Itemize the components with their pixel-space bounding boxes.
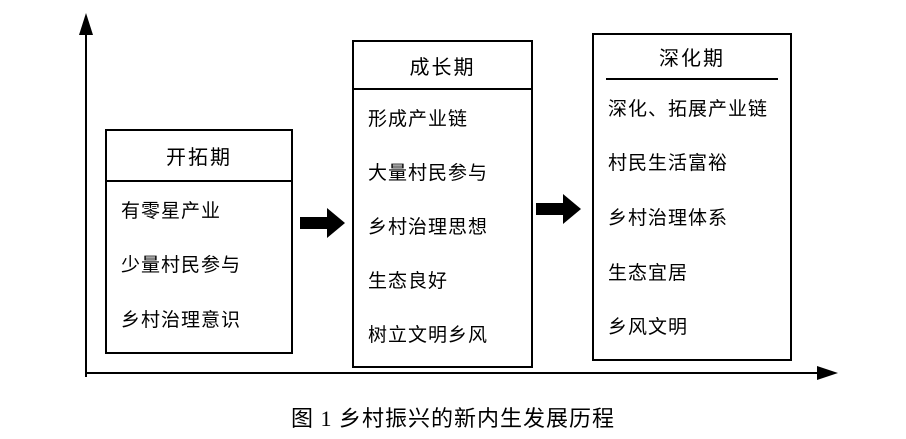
stage-item: 深化、拓展产业链 (608, 98, 769, 120)
stage-transition-arrow-2-icon (536, 194, 581, 224)
stage-item: 大量村民参与 (368, 162, 489, 184)
stage-item: 乡村治理思想 (368, 216, 489, 238)
stage-title-divider (107, 180, 291, 182)
stage-box-growth-period: 成长期 形成产业链 大量村民参与 乡村治理思想 生态良好 树立文明乡风 (352, 40, 533, 368)
stage-title: 开拓期 (166, 147, 232, 169)
y-axis-arrowhead-icon (79, 13, 93, 35)
stage-item: 生态宜居 (608, 262, 689, 284)
stage-item-list: 深化、拓展产业链 村民生活富裕 乡村治理体系 生态宜居 乡风文明 (594, 80, 790, 359)
stage-title-divider (605, 78, 779, 80)
stage-item-list: 形成产业链 大量村民参与 乡村治理思想 生态良好 树立文明乡风 (354, 90, 531, 366)
stage-item: 少量村民参与 (121, 255, 242, 277)
stage-transition-arrow-1-icon (300, 208, 345, 238)
x-axis-arrowhead-icon (817, 366, 838, 380)
stage-box-deepening-period: 深化期 深化、拓展产业链 村民生活富裕 乡村治理体系 生态宜居 乡风文明 (592, 33, 792, 361)
stage-item: 有零星产业 (121, 200, 222, 222)
stage-item: 乡风文明 (608, 317, 689, 339)
stage-title-divider (354, 88, 531, 90)
stage-item: 乡村治理意识 (121, 310, 242, 332)
stage-item: 乡村治理体系 (608, 207, 729, 229)
stage-box-pioneering-period: 开拓期 有零星产业 少量村民参与 乡村治理意识 (105, 129, 293, 354)
stage-item: 形成产业链 (368, 108, 469, 130)
stage-item: 树立文明乡风 (368, 324, 489, 346)
stage-item-list: 有零星产业 少量村民参与 乡村治理意识 (107, 182, 291, 352)
figure-caption: 图 1 乡村振兴的新内生发展历程 (290, 406, 615, 431)
stage-item: 生态良好 (368, 270, 449, 292)
stage-item: 村民生活富裕 (608, 153, 729, 175)
stage-title: 成长期 (409, 56, 476, 79)
stage-title: 深化期 (659, 48, 725, 70)
